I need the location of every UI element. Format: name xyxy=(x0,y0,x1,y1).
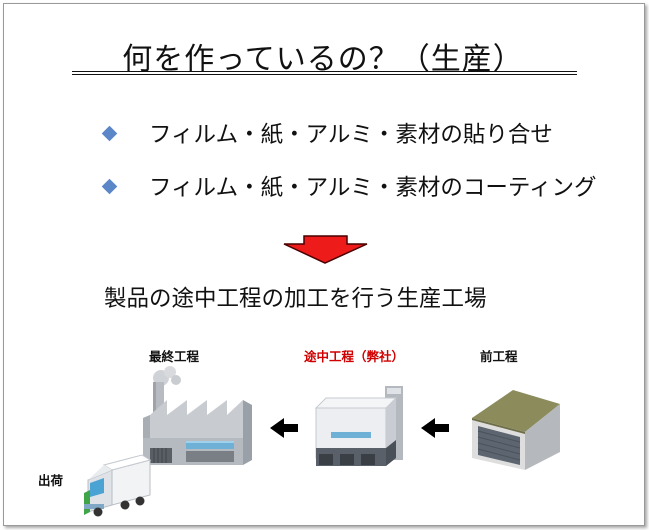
title-underline xyxy=(72,71,577,72)
plant-building-icon xyxy=(314,386,403,466)
label-shipping: 出荷 xyxy=(38,473,64,488)
bullet-text: フィルム・紙・アルミ・素材の貼り合せ xyxy=(149,122,553,148)
truck-icon xyxy=(84,454,152,517)
label-front-process: 前工程 xyxy=(480,349,518,364)
down-arrow-icon xyxy=(283,235,368,264)
bullet-item: フィルム・紙・アルミ・素材のコーティング xyxy=(101,170,597,202)
label-middle-process: 途中工程（弊社） xyxy=(304,349,405,364)
left-arrow-icon xyxy=(270,418,298,438)
label-final-process: 最終工程 xyxy=(149,349,200,364)
bullet-text: フィルム・紙・アルミ・素材のコーティング xyxy=(149,175,597,201)
title-underline-thin xyxy=(72,74,577,75)
bullet-item: フィルム・紙・アルミ・素材の貼り合せ xyxy=(101,117,553,149)
factory-icon xyxy=(143,366,252,465)
left-arrow-icon xyxy=(421,418,449,438)
warehouse-icon xyxy=(472,390,560,470)
subtitle: 製品の途中工程の加工を行う生産工場 xyxy=(104,286,487,312)
